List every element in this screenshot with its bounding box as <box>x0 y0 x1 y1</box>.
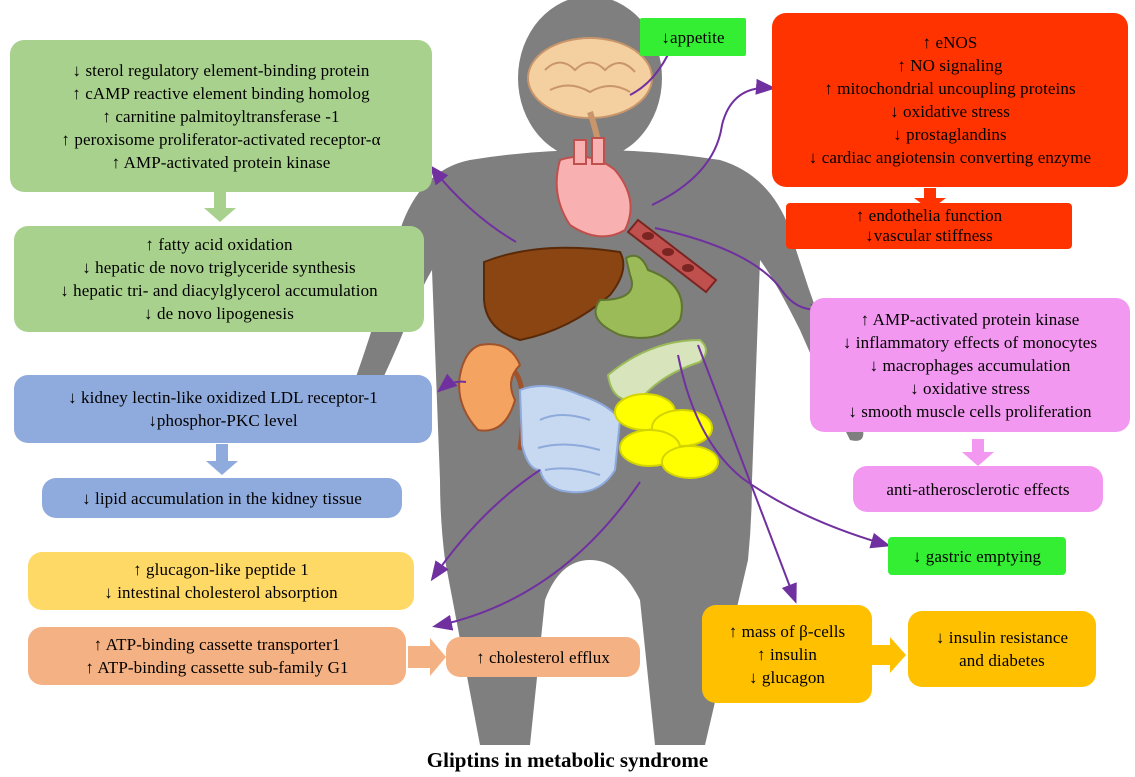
box-pancreas: ↑ mass of β-cells ↑ insulin ↓ glucagon <box>702 605 872 703</box>
box-kidney-molecular: ↓ kidney lectin-like oxidized LDL recept… <box>14 375 432 443</box>
box-diabetes: ↓ insulin resistance and diabetes <box>908 611 1096 687</box>
box-heart-molecular: ↑ eNOS ↑ NO signaling ↑ mitochondrial un… <box>772 13 1128 187</box>
box-vascular-molecular: ↑ AMP-activated protein kinase ↓ inflamm… <box>810 298 1130 432</box>
figure-caption: Gliptins in metabolic syndrome <box>0 748 1135 773</box>
box-liver-effects: ↑ fatty acid oxidation ↓ hepatic de novo… <box>14 226 424 332</box>
box-heart-effect: ↑ endothelia function ↓vascular stiffnes… <box>786 203 1072 249</box>
box-transporters: ↑ ATP-binding cassette transporter1 ↑ AT… <box>28 627 406 685</box>
box-vascular-effect: anti-atherosclerotic effects <box>853 466 1103 512</box>
box-intestine: ↑ glucagon-like peptide 1 ↓ intestinal c… <box>28 552 414 610</box>
box-gastric-emptying: ↓ gastric emptying <box>888 537 1066 575</box>
box-kidney-effect: ↓ lipid accumulation in the kidney tissu… <box>42 478 402 518</box>
box-appetite: ↓appetite <box>640 18 746 56</box>
box-cholesterol-efflux: ↑ cholesterol efflux <box>446 637 640 677</box>
box-liver-molecular: ↓ sterol regulatory element-binding prot… <box>10 40 432 192</box>
